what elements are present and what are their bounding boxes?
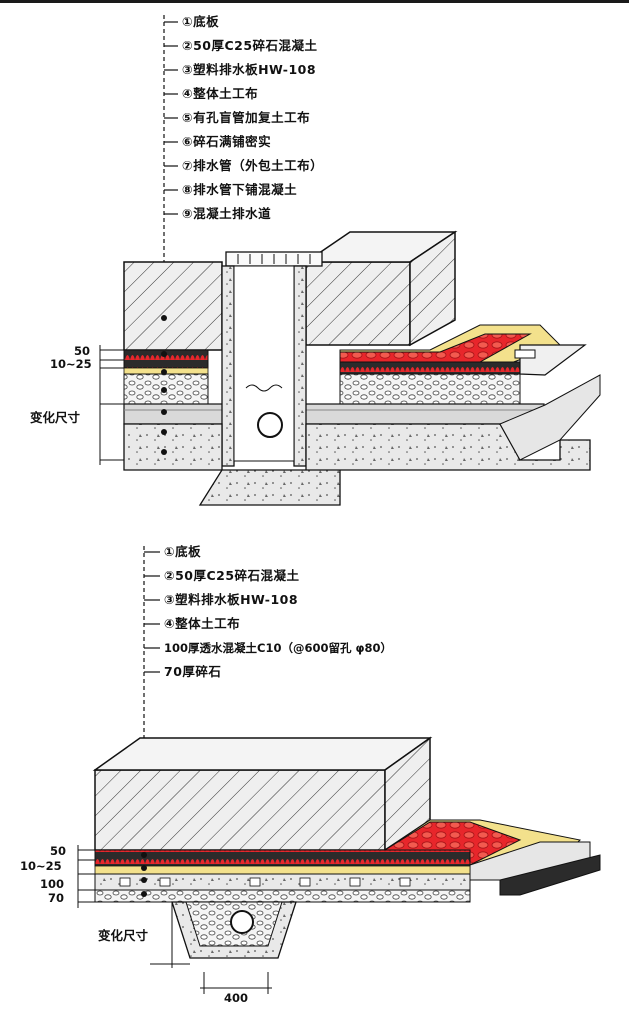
bottom-label-1: ①底板 — [164, 544, 202, 559]
bottom-label-2: ②50厚C25碎石混凝土 — [164, 568, 300, 583]
top-leader-lines — [163, 15, 178, 460]
top-border-line — [0, 0, 629, 3]
bottom-dim-100: 100 — [40, 877, 65, 891]
bottom-dim-50: 50 — [50, 844, 67, 858]
top-label-7: ⑦排水管（外包土工布） — [182, 158, 324, 173]
bottom-section-drawing — [77, 736, 601, 994]
top-label-4: ④整体土工布 — [182, 86, 259, 101]
bottom-label-6: 70厚碎石 — [164, 664, 222, 679]
top-dim-variable: 变化尺寸 — [30, 410, 81, 425]
top-dim-50: 50 — [74, 344, 91, 358]
top-section-drawing — [99, 230, 601, 506]
top-label-5: ⑤有孔盲管加复土工布 — [182, 110, 311, 125]
bottom-dim-variable: 变化尺寸 — [98, 928, 149, 943]
top-label-6: ⑥碎石满铺密实 — [182, 134, 272, 149]
top-label-2: ②50厚C25碎石混凝土 — [182, 38, 318, 53]
top-label-3: ③塑料排水板HW-108 — [182, 62, 317, 77]
bottom-label-5: 100厚透水混凝土C10（@600留孔 φ80） — [164, 641, 392, 655]
bottom-label-3: ③塑料排水板HW-108 — [164, 592, 299, 607]
bottom-dim-70: 70 — [48, 891, 65, 905]
top-label-8: ⑧排水管下铺混凝土 — [182, 182, 298, 197]
bottom-label-4: ④整体土工布 — [164, 616, 241, 631]
top-dim-10-25: 10~25 — [50, 357, 92, 371]
bottom-dim-10-25: 10~25 — [20, 859, 62, 873]
top-label-9: ⑨混凝土排水道 — [182, 206, 272, 221]
bottom-dim-400: 400 — [224, 991, 249, 1005]
top-label-1: ①底板 — [182, 14, 220, 29]
